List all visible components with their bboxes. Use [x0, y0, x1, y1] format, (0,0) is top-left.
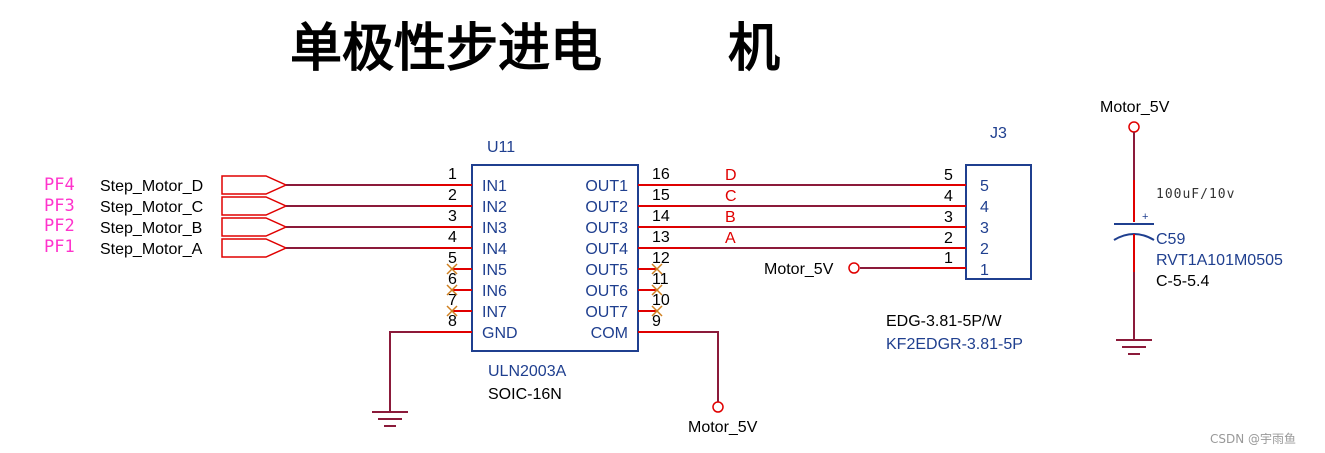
u11-pin-num: 11	[652, 271, 669, 288]
u11-pin-name: OUT1	[585, 178, 628, 195]
wire-com	[690, 331, 719, 402]
u11-pin-name: OUT2	[585, 199, 628, 216]
u11-package: SOIC-16N	[488, 386, 562, 403]
motor-5v-label-j3: Motor_5V	[764, 261, 834, 278]
ground-icon	[1116, 339, 1152, 355]
u11-pin-name: IN5	[482, 262, 507, 279]
j3-pin-label: 3	[980, 220, 989, 237]
u11-pin-num: 5	[448, 250, 457, 267]
u11-pin-name: IN1	[482, 178, 507, 195]
j3-pin-num: 4	[944, 188, 953, 205]
u11-pin-num: 4	[448, 229, 457, 246]
u11-pin-name: COM	[591, 325, 628, 342]
mcu-pin-pf4: PF4	[44, 175, 75, 195]
no-connect-icon	[446, 263, 458, 317]
u11-pin-num: 8	[448, 313, 457, 330]
ground-icon	[372, 411, 408, 427]
u11-pin-num: 14	[652, 208, 670, 225]
mcu-pin-pf2: PF2	[44, 216, 75, 236]
u11-pin-num: 2	[448, 187, 457, 204]
phase-label-a: A	[725, 230, 736, 247]
net-port-d: Step_Motor_D	[100, 175, 288, 195]
u11-pin-name: IN7	[482, 304, 507, 321]
net-label-d: Step_Motor_D	[100, 178, 203, 195]
u11-pin-name: IN3	[482, 220, 507, 237]
u11-pin-name: OUT7	[585, 304, 628, 321]
power-port-icon	[1128, 121, 1140, 133]
u11-pin-num: 10	[652, 292, 670, 309]
phase-label-c: C	[725, 188, 737, 205]
net-label-c: Step_Motor_C	[100, 199, 203, 216]
u11-pin-name: IN4	[482, 241, 507, 258]
u11-pin-num: 12	[652, 250, 670, 267]
j3-pin-num: 2	[944, 230, 953, 247]
j3-pin-label: 2	[980, 241, 989, 258]
u11-pin-name: GND	[482, 325, 518, 342]
port-shape-icon	[221, 217, 288, 237]
port-shape-icon	[221, 238, 288, 258]
no-connect-icon	[651, 263, 663, 317]
title-part1: 单极性步进电	[290, 19, 602, 79]
u11-right-pins	[638, 184, 690, 333]
mcu-pin-pf3: PF3	[44, 196, 75, 216]
wire-gnd-u11	[389, 331, 420, 412]
motor-5v-label-com: Motor_5V	[688, 419, 758, 436]
u11-pin-num: 9	[652, 313, 661, 330]
phase-label-b: B	[725, 209, 736, 226]
u11-pin-name: OUT6	[585, 283, 628, 300]
j3-pins	[910, 184, 966, 269]
watermark: CSDN @宇雨鱼	[1210, 432, 1296, 446]
u11-part: ULN2003A	[488, 363, 567, 380]
j3-pin-label: 5	[980, 178, 989, 195]
j3-pin-label: 4	[980, 199, 989, 216]
j3-ref: J3	[990, 125, 1007, 142]
mcu-pin-pf1: PF1	[44, 237, 75, 257]
j3-pin-num: 3	[944, 209, 953, 226]
u11-ref: U11	[487, 139, 515, 156]
u11-left-pins	[420, 184, 472, 333]
net-label-b: Step_Motor_B	[100, 220, 202, 237]
port-shape-icon	[221, 175, 288, 195]
c59-value: 100uF/10v	[1156, 187, 1235, 202]
power-port-icon	[848, 262, 860, 274]
port-shape-icon	[221, 196, 288, 216]
c59-ref: C59	[1156, 231, 1185, 248]
u11-pin-num: 6	[448, 271, 457, 288]
u11-pin-name: OUT4	[585, 241, 628, 258]
j3-pin-num: 5	[944, 167, 953, 184]
j3-pin-label: 1	[980, 262, 989, 279]
u11-pin-num: 3	[448, 208, 457, 225]
c59-part: RVT1A101M0505	[1156, 252, 1283, 269]
cap-polarity: +	[1142, 211, 1148, 223]
net-port-c: Step_Motor_C	[100, 196, 288, 216]
net-port-a: Step_Motor_A	[100, 238, 288, 258]
j3-footprint: KF2EDGR-3.81-5P	[886, 336, 1023, 353]
j3-pin-num: 1	[944, 250, 953, 267]
u11-pin-num: 15	[652, 187, 670, 204]
motor-5v-label-cap: Motor_5V	[1100, 99, 1170, 116]
u11-pin-name: IN2	[482, 199, 507, 216]
u11-body	[471, 164, 639, 352]
net-port-b: Step_Motor_B	[100, 217, 288, 237]
j3-part: EDG-3.81-5P/W	[886, 313, 1002, 330]
u11-pin-num: 7	[448, 292, 457, 309]
power-port-icon	[712, 401, 724, 413]
u11-pin-name: OUT3	[585, 220, 628, 237]
c59-package: C-5-5.4	[1156, 273, 1209, 290]
title-part2: 机	[728, 19, 780, 79]
u11-pin-num: 16	[652, 166, 670, 183]
net-label-a: Step_Motor_A	[100, 241, 203, 258]
u11-pin-num: 1	[448, 166, 457, 183]
u11-pin-name: OUT5	[585, 262, 628, 279]
u11-pin-num: 13	[652, 229, 670, 246]
phase-label-d: D	[725, 167, 737, 184]
u11-pin-name: IN6	[482, 283, 507, 300]
j3-body	[965, 164, 1032, 280]
